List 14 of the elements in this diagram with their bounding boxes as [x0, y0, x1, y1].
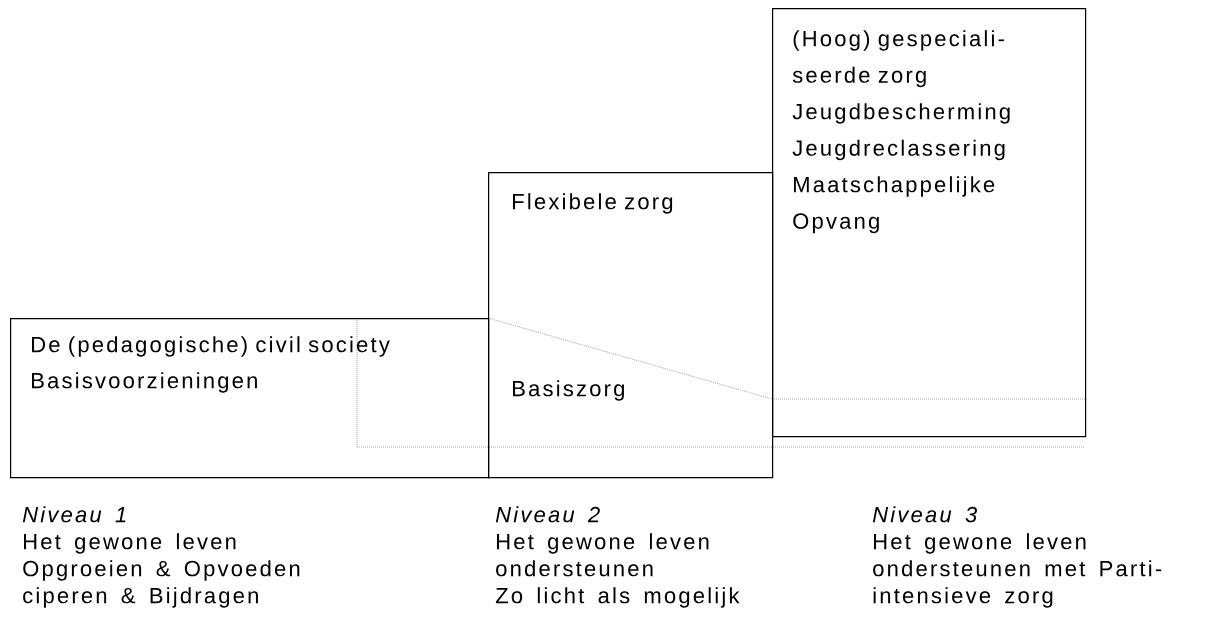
description-text: Het gewone leven	[497, 533, 709, 554]
description-text: Opgroeien & Opvoeden	[23, 560, 300, 581]
description-text: Zo licht als mogelijk	[495, 587, 740, 608]
description-text: Het gewone leven	[24, 533, 236, 554]
level-box: (Hoog) gespeciali- seerde zorg Jeugdbescherming Jeugdreclassering Maatschappelijke Opvang	[772, 8, 1087, 438]
description-text: intensieve zorg	[873, 587, 1053, 608]
level-heading: Niveau 3	[872, 506, 977, 523]
description-text: ondersteunen	[496, 560, 653, 577]
description-text: ondersteunen met Parti-	[873, 560, 1162, 577]
description-text: ciperen & Bijdragen	[23, 587, 258, 608]
level-box: De (pedagogische) civil society Basisvoorzieningen	[10, 318, 490, 479]
description-text: Het gewone leven	[874, 533, 1086, 554]
level-heading: Niveau 2	[495, 506, 600, 523]
level-heading: Niveau 1	[22, 506, 126, 523]
